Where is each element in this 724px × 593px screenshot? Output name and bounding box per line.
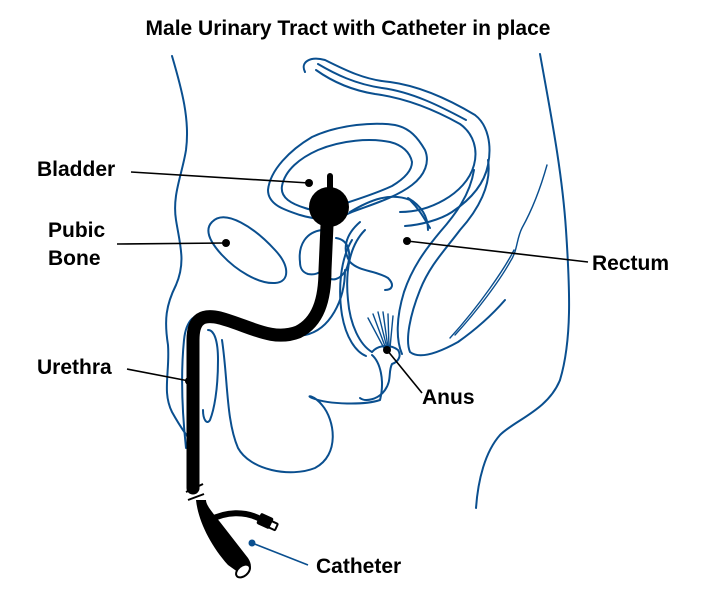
intestine-inner xyxy=(315,69,477,213)
urethra-leader-dot xyxy=(185,377,193,385)
label-urethra: Urethra xyxy=(37,356,112,379)
rectum-inner xyxy=(349,195,431,229)
catheter-valve-cap xyxy=(267,520,279,531)
diagram-title: Male Urinary Tract with Catheter in plac… xyxy=(146,17,551,40)
anal-sphincter-lines xyxy=(367,311,394,351)
catheter-tube xyxy=(189,221,331,492)
bladder-leader-dot xyxy=(305,179,313,187)
rectum-leader-dot xyxy=(403,237,411,245)
anus-outline xyxy=(359,345,401,401)
intestine-inner-2 xyxy=(317,63,467,121)
bladder-leader xyxy=(130,171,310,184)
scrotum-outline xyxy=(221,339,383,474)
catheter-balloon-port-tube xyxy=(207,510,265,523)
catheter-leader-dot xyxy=(248,539,256,547)
rectum-outer-wall xyxy=(407,159,506,357)
catheter-break-mark-2 xyxy=(187,493,205,501)
catheter-leader xyxy=(251,542,309,566)
anus-leader xyxy=(386,349,423,394)
back-body-outline xyxy=(475,53,571,509)
rectum-leader xyxy=(406,240,589,263)
rectum-left-wall xyxy=(346,229,373,353)
intestine-outer xyxy=(302,57,491,227)
label-pubic-bone-line2: Bone xyxy=(48,247,101,270)
label-anus: Anus xyxy=(422,386,475,409)
buttock-line xyxy=(454,164,548,336)
catheter xyxy=(185,173,349,579)
label-catheter: Catheter xyxy=(316,555,401,578)
penis-inner-outline xyxy=(202,329,219,423)
rectum-body xyxy=(344,221,393,291)
catheter-balloon xyxy=(309,187,349,227)
anatomy-outlines xyxy=(165,53,571,509)
rectum-wall-2 xyxy=(396,169,475,355)
pubic-bone-leader xyxy=(116,242,227,245)
label-bladder: Bladder xyxy=(37,158,115,181)
anus-leader-dot xyxy=(383,346,391,354)
pubic-bone-outline xyxy=(207,216,288,285)
catheter-drainage-opening xyxy=(235,563,251,579)
rectum-fold xyxy=(407,197,429,231)
pubic-bone-leader-dot xyxy=(222,239,230,247)
buttock-line-2 xyxy=(449,249,515,339)
label-rectum: Rectum xyxy=(592,252,669,275)
rectum-left-wall-2 xyxy=(339,239,367,357)
leader-lines xyxy=(116,171,589,566)
front-body-outline xyxy=(165,55,193,443)
catheter-break-mark xyxy=(185,483,204,493)
label-pubic-bone-line1: Pubic xyxy=(48,219,105,242)
urethra-leader xyxy=(126,368,190,382)
